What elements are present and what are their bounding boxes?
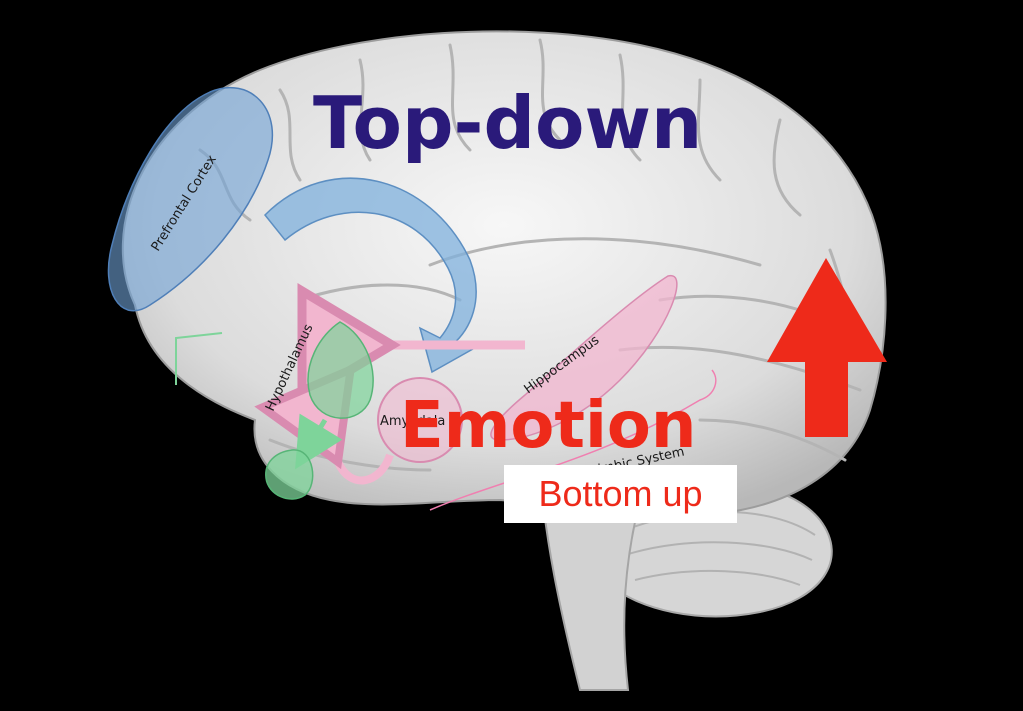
prefrontal-cortex-region (107, 86, 274, 312)
up-arrow-icon (767, 258, 887, 437)
green-arrow (295, 413, 343, 470)
amygdala-region (377, 377, 463, 463)
pink-curved-arrow (254, 363, 394, 485)
limbic-outline-green (175, 332, 223, 385)
brainstem (538, 468, 642, 691)
pituitary-region (265, 449, 314, 500)
bottom-up-label-box: Bottom up (504, 465, 737, 523)
hippocampus-region (490, 275, 678, 441)
emotion-title: Emotion (400, 389, 696, 463)
amygdala-label: Amygdala (380, 414, 445, 429)
limbic-outline (429, 369, 717, 511)
top-down-title: Top-down (313, 81, 702, 165)
bottom-up-label: Bottom up (538, 473, 703, 514)
